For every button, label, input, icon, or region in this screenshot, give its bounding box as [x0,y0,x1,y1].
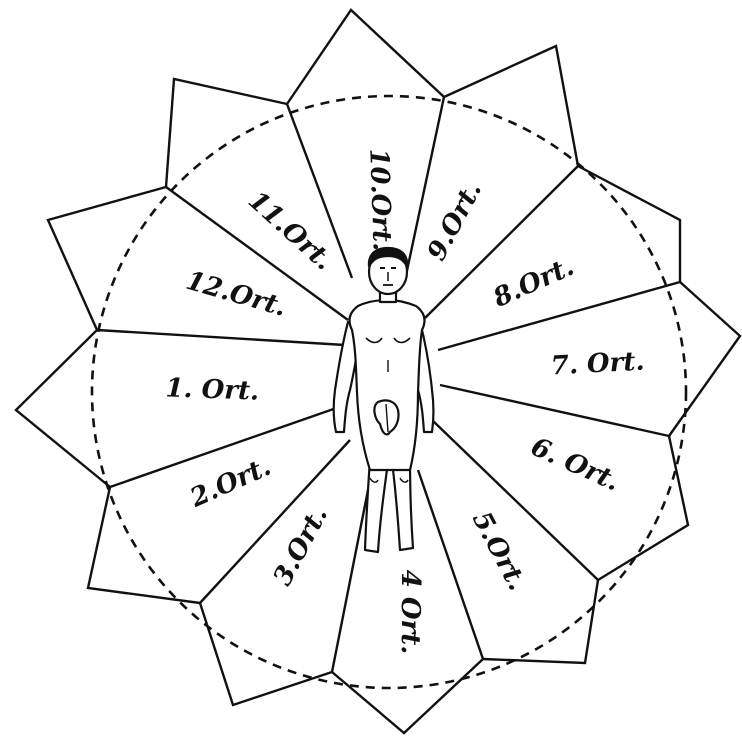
star-point [598,436,688,580]
sector-label-6: 6. Ort. [526,432,624,497]
sector-label-2: 2.Ort. [185,452,275,514]
sector-label-9: 9.Ort. [422,177,488,266]
star-point [332,659,483,733]
sector-label-3: 3.Ort. [268,502,334,591]
sector-label-8: 8.Ort. [488,252,578,314]
sector-divider [97,330,345,345]
star-point [578,166,680,282]
human-figure [334,248,434,552]
star-point [88,487,200,603]
sector-divider [438,282,680,350]
sector-label-5: 5.Ort. [466,507,532,596]
star-point [48,187,166,330]
sector-divider [418,470,483,659]
sector-label-1: 1. Ort. [165,373,260,406]
sector-label-7: 7. Ort. [550,347,645,382]
sector-label-10: 10.Ort. [363,148,397,252]
star-point [200,603,332,705]
sector-label-12: 12.Ort. [183,266,290,323]
star-point [16,330,110,487]
sector-divider [332,480,370,672]
star-point [166,79,287,187]
sector-divider [440,385,669,436]
star-point [287,10,444,104]
sector-label-4: 4 Ort. [395,570,425,655]
star-point [669,282,740,436]
star-point [483,580,598,663]
sector-label-11: 11.Ort. [242,186,338,277]
